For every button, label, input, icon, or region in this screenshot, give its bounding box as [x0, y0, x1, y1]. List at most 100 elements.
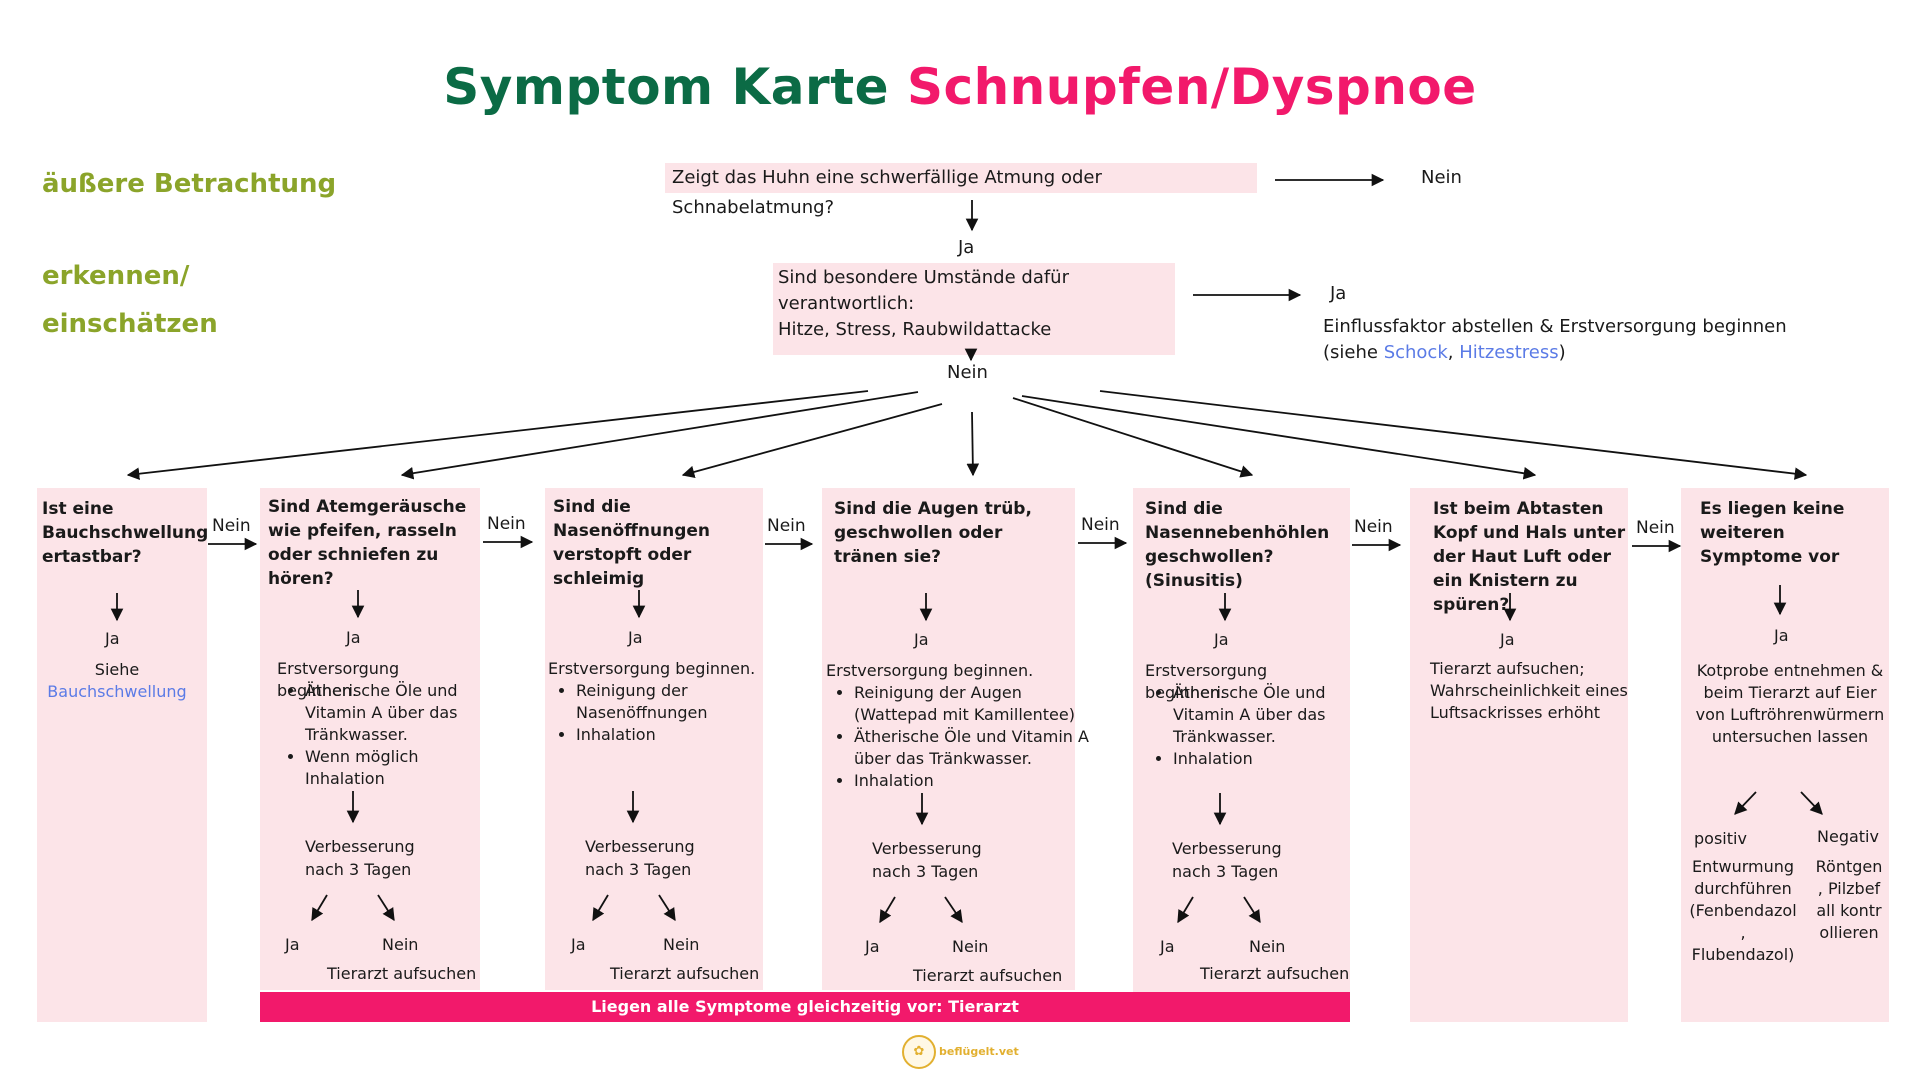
side-label-assess-1: erkennen/: [42, 261, 190, 291]
col6-yes: Ja: [1500, 630, 1515, 649]
nein-label-6: Nein: [1636, 518, 1675, 538]
col5-yes: Ja: [1214, 630, 1229, 649]
arrow-no-c3: [658, 894, 676, 922]
col7-positive-text: Entwurmung durchführen (Fenbendazol , Fl…: [1689, 857, 1797, 964]
col5-vet: Tierarzt aufsuchen: [1200, 964, 1350, 983]
col4-intro: Erstversorgung beginnen.: [826, 661, 1034, 680]
col5-bullet-1: Ätherische Öle und Vitamin A über das Tr…: [1173, 682, 1353, 748]
col2-bullet-1: Ätherische Öle und Vitamin A über das Tr…: [305, 680, 480, 746]
side-label-observation: äußere Betrachtung: [42, 169, 337, 199]
col4-question: Sind die Augen trüb, geschwollen oder tr…: [834, 499, 1032, 567]
arrow-yes-c4: [879, 896, 896, 924]
col5-intro: Erstversorgung beginnen.: [1145, 661, 1268, 702]
col7-negative: Negativ: [1817, 827, 1879, 846]
logo-text: beflügelt.vet: [939, 1045, 1019, 1058]
col1-see: Siehe: [94, 660, 140, 679]
col3-yes: Ja: [628, 628, 643, 647]
col3-improve-2: nach 3 Tagen: [585, 860, 692, 879]
col2-intro: Erstversorgung beginnen.: [277, 659, 400, 700]
arrow-no-c4: [944, 896, 963, 924]
col4-improve-1: Verbesserung: [872, 839, 982, 858]
col4-bullet-2: Ätherische Öle und Vitamin A über das Tr…: [854, 726, 1099, 770]
column-box-3: [545, 488, 763, 990]
title-part-1: Symptom Karte: [443, 58, 890, 116]
arrow-no-c5: [1243, 896, 1261, 924]
arrow-fan-3: [681, 403, 943, 479]
col4-yes-2: Ja: [865, 937, 880, 956]
q2-ref-close: ): [1558, 342, 1566, 363]
q2-reference: (siehe Schock, Hitzestress): [1323, 340, 1566, 366]
col7-negative-text: Röntgen , Pilzbefall kontrollieren: [1815, 857, 1883, 942]
col2-bullet-list: Ätherische Öle und Vitamin A über das Tr…: [277, 680, 480, 790]
arrow-negative-c7: [1800, 791, 1823, 815]
q2-line-2: verantwortlich:: [778, 293, 915, 314]
q2-ref-sep: ,: [1447, 342, 1460, 363]
arrow-fan-4: [966, 411, 980, 477]
col1-question: Ist eine Bauchschwellung ertastbar?: [42, 499, 209, 567]
question-breathing: Zeigt das Huhn eine schwerfällige Atmung…: [665, 163, 1257, 218]
title-part-2: Schnupfen/Dyspnoe: [906, 58, 1477, 116]
nein-label-2: Nein: [487, 514, 526, 534]
column-box-4: [822, 488, 1075, 990]
col4-bullet-list: Reinigung der Augen (Wattepad mit Kamill…: [826, 682, 1099, 792]
q1-no-label: Nein: [1421, 167, 1462, 188]
logo-icon: ✿: [902, 1035, 936, 1069]
col4-bullet-1: Reinigung der Augen (Wattepad mit Kamill…: [854, 682, 1099, 726]
col2-improve-1: Verbesserung: [305, 837, 415, 856]
link-bauchschwellung[interactable]: Bauchschwellung: [47, 682, 187, 701]
col4-no-2: Nein: [952, 937, 989, 956]
col3-improve-1: Verbesserung: [585, 837, 695, 856]
col2-improve-2: nach 3 Tagen: [305, 860, 412, 879]
q2-no-label: Nein: [947, 362, 988, 383]
col5-bullet-list: Ätherische Öle und Vitamin A über das Tr…: [1145, 682, 1353, 770]
col7-yes: Ja: [1774, 626, 1789, 645]
column-box-1: [37, 488, 207, 1022]
col2-yes-2: Ja: [285, 935, 300, 954]
column-box-7: [1681, 488, 1889, 1022]
link-schock[interactable]: Schock: [1383, 342, 1448, 363]
col2-no-2: Nein: [382, 935, 419, 954]
col7-question: Es liegen keine weiteren Symptome vor: [1700, 499, 1845, 567]
col5-improve-2: nach 3 Tagen: [1172, 862, 1279, 881]
arrow-fan-1: [126, 390, 869, 480]
q2-yes-label: Ja: [1330, 283, 1347, 304]
col4-bullet-3: Inhalation: [854, 770, 1099, 792]
q2-line-1: Sind besondere Umstände dafür: [778, 267, 1069, 288]
nein-label-1: Nein: [212, 516, 251, 536]
column-box-5: [1133, 488, 1350, 1022]
col3-no-2: Nein: [663, 935, 700, 954]
col4-improve-2: nach 3 Tagen: [872, 862, 979, 881]
all-symptoms-banner: Liegen alle Symptome gleichzeitig vor: T…: [260, 992, 1350, 1022]
col2-bullet-2: Wenn möglich Inhalation: [305, 746, 480, 790]
link-hitzestress[interactable]: Hitzestress: [1459, 342, 1559, 363]
col2-question: Sind Atemgeräusche wie pfeifen, rasseln …: [268, 497, 467, 589]
col5-bullet-2: Inhalation: [1173, 748, 1353, 770]
column-box-2: [260, 488, 480, 990]
nein-label-3: Nein: [767, 516, 806, 536]
col6-text: Tierarzt aufsuchen; Wahrscheinlichkeit e…: [1430, 659, 1628, 722]
arrow-fan-5: [1012, 397, 1254, 478]
q1-yes-label: Ja: [958, 237, 975, 258]
arrow-positive-c7: [1734, 791, 1757, 815]
col3-bullet-1: Reinigung der Nasenöffnungen: [576, 680, 761, 724]
question-circumstances: Sind besondere Umstände dafür verantwort…: [773, 263, 1175, 355]
col1-yes: Ja: [105, 629, 120, 648]
col5-yes-2: Ja: [1160, 937, 1175, 956]
q2-yes-text: Einflussfaktor abstellen & Erstversorgun…: [1323, 316, 1787, 337]
col5-no-2: Nein: [1249, 937, 1286, 956]
side-label-assess-2: einschätzen: [42, 309, 218, 339]
col4-vet: Tierarzt aufsuchen: [913, 966, 1063, 985]
col5-improve-1: Verbesserung: [1172, 839, 1282, 858]
col3-bullet-2: Inhalation: [576, 724, 761, 746]
arrow-no-c2: [377, 894, 395, 922]
arrow-fan-7: [1099, 390, 1808, 480]
col3-bullet-list: Reinigung der Nasenöffnungen Inhalation: [548, 680, 761, 746]
arrow-yes-c3: [592, 894, 609, 922]
col5-question: Sind die Nasennebenhöhlen geschwollen? (…: [1145, 499, 1330, 591]
q2-line-3: Hitze, Stress, Raubwildattacke: [778, 319, 1052, 340]
column-box-6: [1410, 488, 1628, 1022]
col3-intro: Erstversorgung beginnen.: [548, 659, 756, 678]
col6-question: Ist beim Abtasten Kopf und Hals unter de…: [1433, 499, 1626, 615]
arrow-yes-c5: [1177, 896, 1194, 924]
